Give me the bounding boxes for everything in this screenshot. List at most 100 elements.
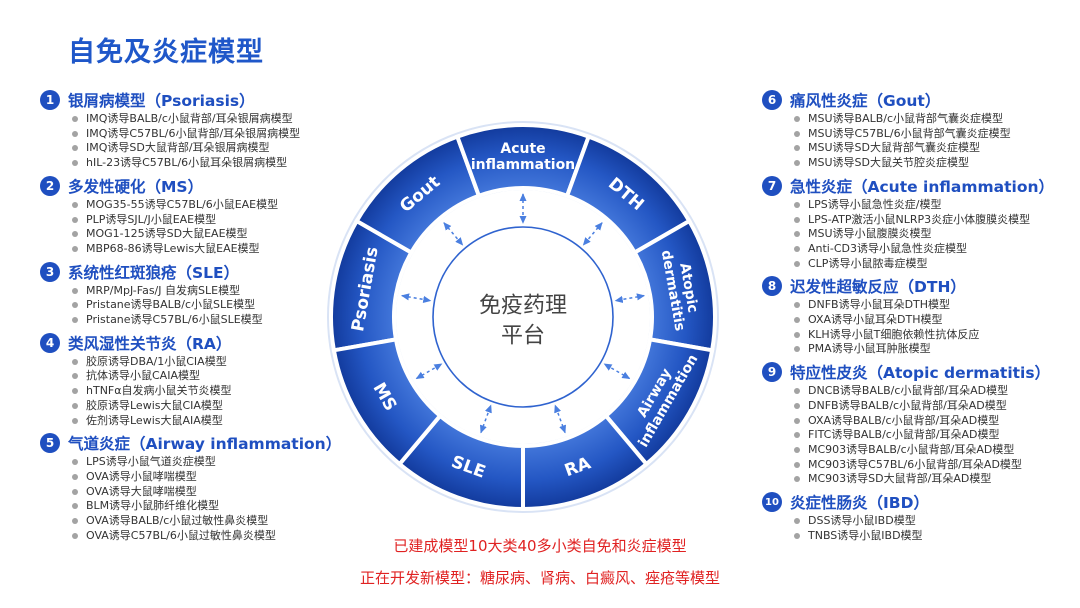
model-item: MBP68-86诱导Lewis大鼠EAE模型 xyxy=(72,242,370,257)
connector-arrow xyxy=(614,293,646,303)
model-item: MC903诱导BALB/c小鼠背部/耳朵AD模型 xyxy=(794,443,1072,458)
category-header: 10 炎症性肠炎（IBD） xyxy=(762,490,1072,514)
model-item: KLH诱导小鼠T细胞依赖性抗体反应 xyxy=(794,328,1072,343)
model-item: IMQ诱导C57BL/6小鼠背部/耳朵银屑病模型 xyxy=(72,127,370,142)
category-header: 1 银屑病模型（Psoriasis） xyxy=(40,88,370,112)
model-item: Pristane诱导BALB/c小鼠SLE模型 xyxy=(72,298,370,313)
category-number-badge: 2 xyxy=(40,175,60,196)
model-item: 胶原诱导Lewis大鼠CIA模型 xyxy=(72,399,370,414)
category-number-badge: 1 xyxy=(40,90,60,110)
category-number-badge: 9 xyxy=(762,362,782,383)
category-header: 2 多发性硬化（MS） xyxy=(40,174,370,198)
model-item: CLP诱导小鼠脓毒症模型 xyxy=(794,257,1072,272)
model-item: DSS诱导小鼠IBD模型 xyxy=(794,514,1072,529)
model-item: OXA诱导BALB/c小鼠背部/耳朵AD模型 xyxy=(794,414,1072,429)
model-item: LPS诱导小鼠气道炎症模型 xyxy=(72,455,370,470)
category-title: 炎症性肠炎（IBD） xyxy=(790,494,929,513)
model-item: 胶原诱导DBA/1小鼠CIA模型 xyxy=(72,355,370,370)
category-number-badge: 5 xyxy=(40,433,60,454)
category-group-1: 1 银屑病模型（Psoriasis） IMQ诱导BALB/c小鼠背部/耳朵银屑病模型… xyxy=(40,88,370,171)
category-title: 多发性硬化（MS） xyxy=(68,177,204,196)
model-item: BLM诱导小鼠肺纤维化模型 xyxy=(72,499,370,514)
model-item: MOG1-125诱导SD大鼠EAE模型 xyxy=(72,227,370,242)
model-item: DNCB诱导BALB/c小鼠背部/耳朵AD模型 xyxy=(794,384,1072,399)
center-ring xyxy=(432,226,614,408)
model-item: TNBS诱导小鼠IBD模型 xyxy=(794,529,1072,544)
model-item: DNFB诱导BALB/c小鼠背部/耳朵AD模型 xyxy=(794,399,1072,414)
model-item: PMA诱导小鼠耳肿胀模型 xyxy=(794,342,1072,357)
model-item: IMQ诱导BALB/c小鼠背部/耳朵银屑病模型 xyxy=(72,112,370,127)
category-title: 类风湿性关节炎（RA） xyxy=(68,334,232,353)
model-item: FITC诱导BALB/c小鼠背部/耳朵AD模型 xyxy=(794,428,1072,443)
model-item: 佐剂诱导Lewis大鼠AIA模型 xyxy=(72,414,370,429)
category-title: 特应性皮炎（Atopic dermatitis） xyxy=(790,364,1051,383)
model-item: LPS诱导小鼠急性炎症/模型 xyxy=(794,198,1072,213)
category-header: 5 气道炎症（Airway inflammation） xyxy=(40,431,370,455)
category-title: 急性炎症（Acute inflammation） xyxy=(790,177,1054,196)
left-category-list: 1 银屑病模型（Psoriasis） IMQ诱导BALB/c小鼠背部/耳朵银屑病模型… xyxy=(40,88,370,546)
model-item: 抗体诱导小鼠CAIA模型 xyxy=(72,369,370,384)
model-item: OVA诱导小鼠哮喘模型 xyxy=(72,470,370,485)
model-item: MSU诱导C57BL/6小鼠背部气囊炎症模型 xyxy=(794,127,1072,142)
connector-arrow xyxy=(400,293,432,303)
category-number-badge: 7 xyxy=(762,175,782,196)
category-title: 系统性红斑狼疮（SLE） xyxy=(68,263,240,282)
model-item: MSU诱导BALB/c小鼠背部气囊炎症模型 xyxy=(794,112,1072,127)
connector-arrow xyxy=(415,363,443,380)
model-item: LPS-ATP激活小鼠NLRP3炎症小体腹膜炎模型 xyxy=(794,213,1072,228)
category-title: 气道炎症（Airway inflammation） xyxy=(68,435,342,454)
category-number-badge: 10 xyxy=(762,492,782,513)
model-item: hTNFα自发病小鼠关节炎模型 xyxy=(72,384,370,399)
category-header: 9 特应性皮炎（Atopic dermatitis） xyxy=(762,360,1072,384)
category-title: 痛风性炎症（Gout） xyxy=(790,92,941,110)
model-item: DNFB诱导小鼠耳朵DTH模型 xyxy=(794,298,1072,313)
model-item: MOG35-55诱导C57BL/6小鼠EAE模型 xyxy=(72,198,370,213)
wheel-segment xyxy=(331,337,443,467)
model-item: OVA诱导大鼠哮喘模型 xyxy=(72,485,370,500)
footer-built-models: 已建成模型10大类40多小类自免和炎症模型 xyxy=(393,537,687,555)
category-header: 3 系统性红斑狼疮（SLE） xyxy=(40,260,370,284)
model-item: MSU诱导SD大鼠关节腔炎症模型 xyxy=(794,156,1072,171)
category-header: 7 急性炎症（Acute inflammation） xyxy=(762,174,1072,198)
wheel-label-text: Acute xyxy=(500,141,545,157)
connector-arrow xyxy=(443,222,464,246)
center-title-line2: 平台 xyxy=(501,324,545,349)
model-item: MRP/MpJ-Fas/J 自发病SLE模型 xyxy=(72,284,370,299)
model-item: OXA诱导小鼠耳朵DTH模型 xyxy=(794,313,1072,328)
category-number-badge: 8 xyxy=(762,276,782,297)
category-title: 银屑病模型（Psoriasis） xyxy=(68,92,255,110)
model-item: MSU诱导SD大鼠背部气囊炎症模型 xyxy=(794,141,1072,156)
category-title: 迟发性超敏反应（DTH） xyxy=(790,278,966,297)
footer-developing-models: 正在开发新模型：糖尿病、肾病、白癜风、痤疮等模型 xyxy=(359,569,720,587)
page-title: 自免及炎症模型 xyxy=(68,37,264,68)
model-item: OVA诱导BALB/c小鼠过敏性鼻炎模型 xyxy=(72,514,370,529)
connector-arrow xyxy=(554,404,566,434)
model-item: MSU诱导小鼠腹膜炎模型 xyxy=(794,227,1072,242)
model-item: IMQ诱导SD大鼠背部/耳朵银屑病模型 xyxy=(72,141,370,156)
category-number-badge: 3 xyxy=(40,261,60,282)
connector-arrow xyxy=(480,404,492,434)
model-item: Pristane诱导C57BL/6小鼠SLE模型 xyxy=(72,313,370,328)
wheel-label-text: inflammation xyxy=(471,157,575,173)
